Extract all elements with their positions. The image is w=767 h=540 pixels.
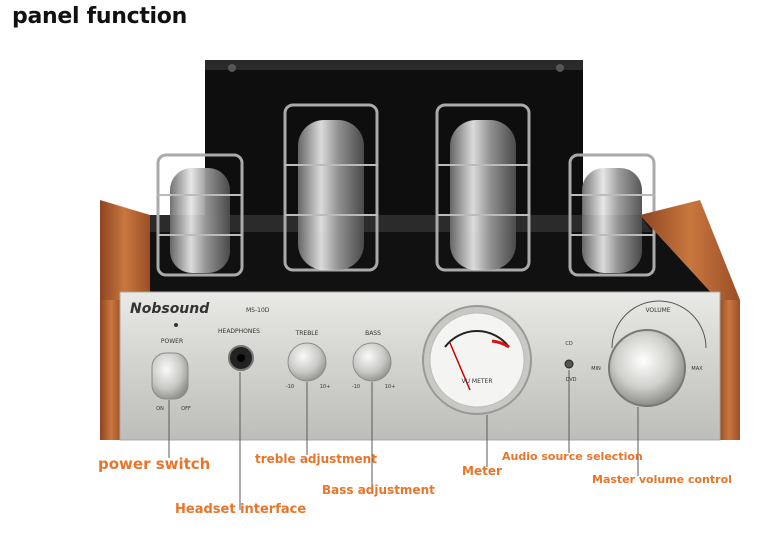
- model-label: MS-10D: [246, 307, 270, 314]
- bass-knob[interactable]: [352, 342, 392, 382]
- treble-label: TREBLE: [295, 330, 319, 337]
- volume-knob[interactable]: [608, 329, 686, 407]
- power-off-label: OFF: [181, 406, 191, 412]
- treble-max-label: 10+: [320, 384, 331, 390]
- volume-label: VOLUME: [645, 307, 670, 314]
- callout-meter: Meter: [462, 464, 502, 478]
- source-toggle[interactable]: [564, 359, 574, 369]
- brand-label: Nobsound: [130, 301, 210, 317]
- callout-bass-adjustment: Bass adjustment: [322, 483, 435, 497]
- top-deck: [100, 215, 718, 300]
- wood-side-right: [640, 200, 740, 440]
- treble-min-label: -10: [286, 384, 294, 390]
- volume-max-label: MAX: [691, 366, 703, 372]
- callout-audio-source-selection: Audio source selection: [502, 450, 643, 463]
- vacuum-tube-3: [435, 103, 531, 272]
- callout-master-volume-control: Master volume control: [592, 473, 732, 486]
- bass-max-label: 10+: [385, 384, 396, 390]
- power-label: POWER: [161, 338, 183, 345]
- vacuum-tube-1: [156, 153, 244, 277]
- callout-lines: [168, 370, 639, 510]
- transformer-cover: [205, 60, 583, 220]
- headphones-label: HEADPHONES: [218, 328, 260, 335]
- power-led: [174, 323, 178, 327]
- vu-needle: [449, 342, 471, 391]
- vu-meter-label: VU METER: [462, 378, 493, 385]
- callout-treble-adjustment: treble adjustment: [255, 452, 377, 466]
- callout-power-switch: power switch: [98, 455, 211, 473]
- page-title: panel function: [12, 4, 187, 29]
- volume-min-label: MIN: [591, 366, 601, 372]
- source-cd-label: CD: [565, 341, 572, 347]
- bass-label: BASS: [365, 330, 381, 337]
- bass-min-label: -10: [352, 384, 360, 390]
- vu-meter: VU METER: [422, 305, 532, 415]
- treble-knob[interactable]: [287, 342, 327, 382]
- source-dvd-label: DVD: [565, 377, 576, 383]
- power-switch[interactable]: [151, 352, 189, 400]
- power-on-label: ON: [156, 406, 164, 412]
- vacuum-tube-2: [283, 103, 379, 272]
- callout-headset-interface: Headset interface: [175, 502, 307, 517]
